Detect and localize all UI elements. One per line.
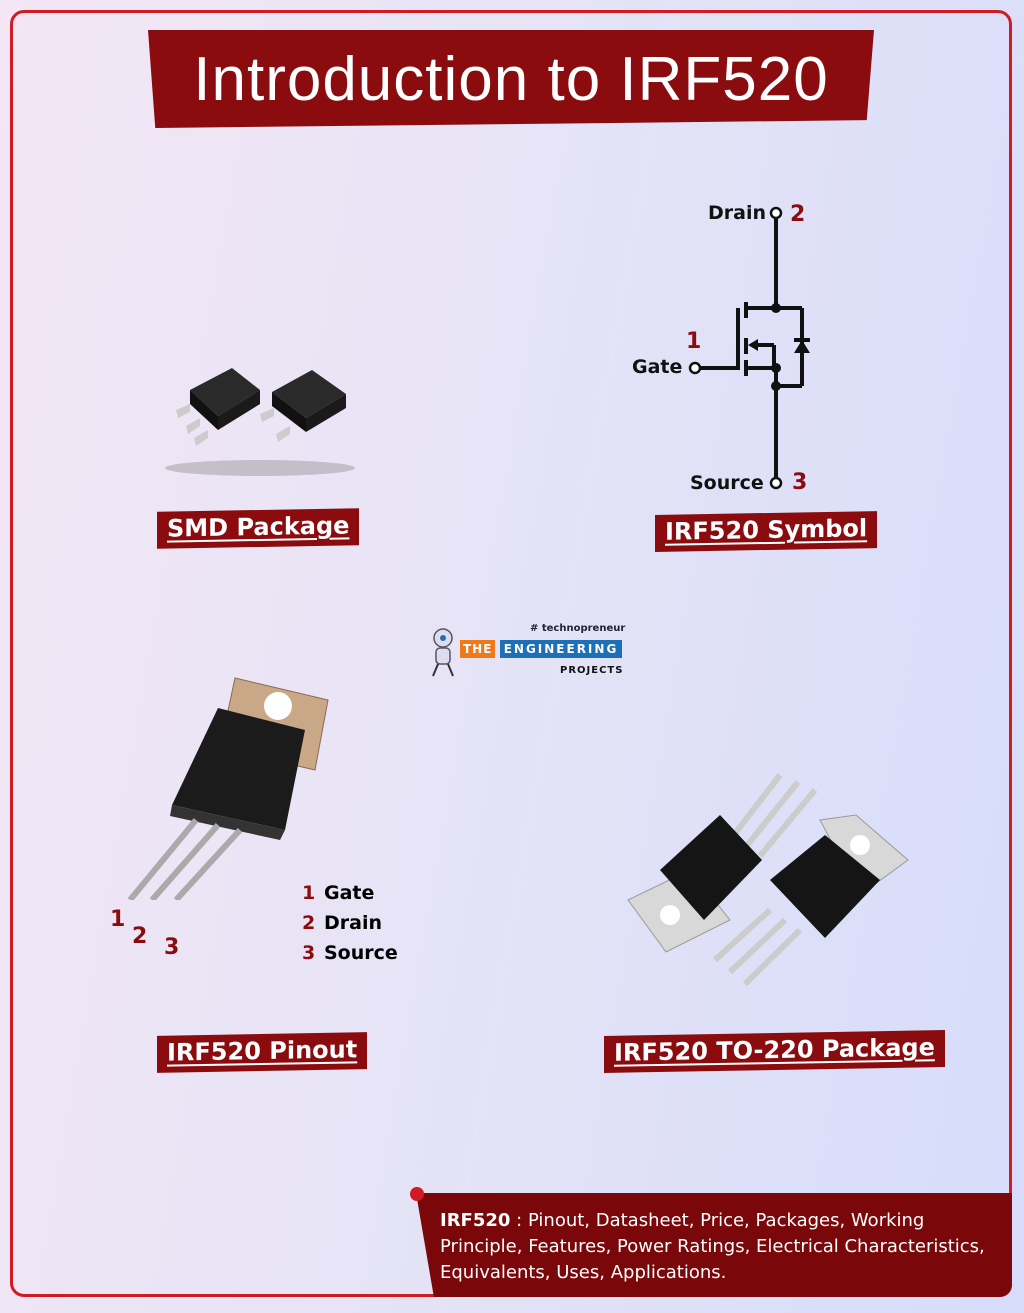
source-label: Source: [690, 472, 764, 494]
page-title: Introduction to IRF520: [148, 30, 874, 128]
logo-the: THE: [460, 640, 496, 658]
footer-banner: [416, 1193, 1012, 1297]
pin-number-2: 2: [132, 924, 148, 949]
drain-pin-number: 2: [790, 202, 806, 227]
gate-pin-number: 1: [686, 329, 702, 354]
symbol-label: IRF520 Symbol: [655, 511, 878, 552]
footer-dot: [410, 1187, 424, 1201]
smd-chip-right: [260, 370, 346, 442]
logo-engineering: ENGINEERING: [500, 640, 622, 658]
footer-bold: IRF520: [440, 1210, 511, 1231]
smd-package-image: [165, 368, 355, 476]
source-pin-number: 3: [792, 470, 808, 495]
pin-number-1: 1: [110, 907, 126, 932]
footer-text: IRF520 : Pinout, Datasheet, Price, Packa…: [440, 1208, 1010, 1286]
robot-icon: [432, 628, 454, 677]
gate-label: Gate: [632, 356, 683, 378]
logo-projects: PROJECTS: [560, 665, 624, 676]
drain-label: Drain: [708, 202, 767, 224]
footer-description: : Pinout, Datasheet, Price, Packages, Wo…: [440, 1210, 985, 1283]
smd-chip-left: [176, 368, 260, 446]
pinout-label: IRF520 Pinout: [157, 1032, 368, 1073]
pin-number-3: 3: [164, 935, 180, 960]
logo-tagline: # technopreneur: [530, 623, 626, 634]
engineering-projects-logo: # technopreneur THE ENGINEERING PROJECTS: [428, 622, 628, 684]
smd-package-label: SMD Package: [157, 508, 360, 549]
to220-package-label: IRF520 TO-220 Package: [604, 1030, 945, 1073]
mosfet-symbol: [688, 206, 810, 490]
to220-package-image: [627, 773, 909, 987]
pinout-transistor-image: [127, 677, 329, 900]
